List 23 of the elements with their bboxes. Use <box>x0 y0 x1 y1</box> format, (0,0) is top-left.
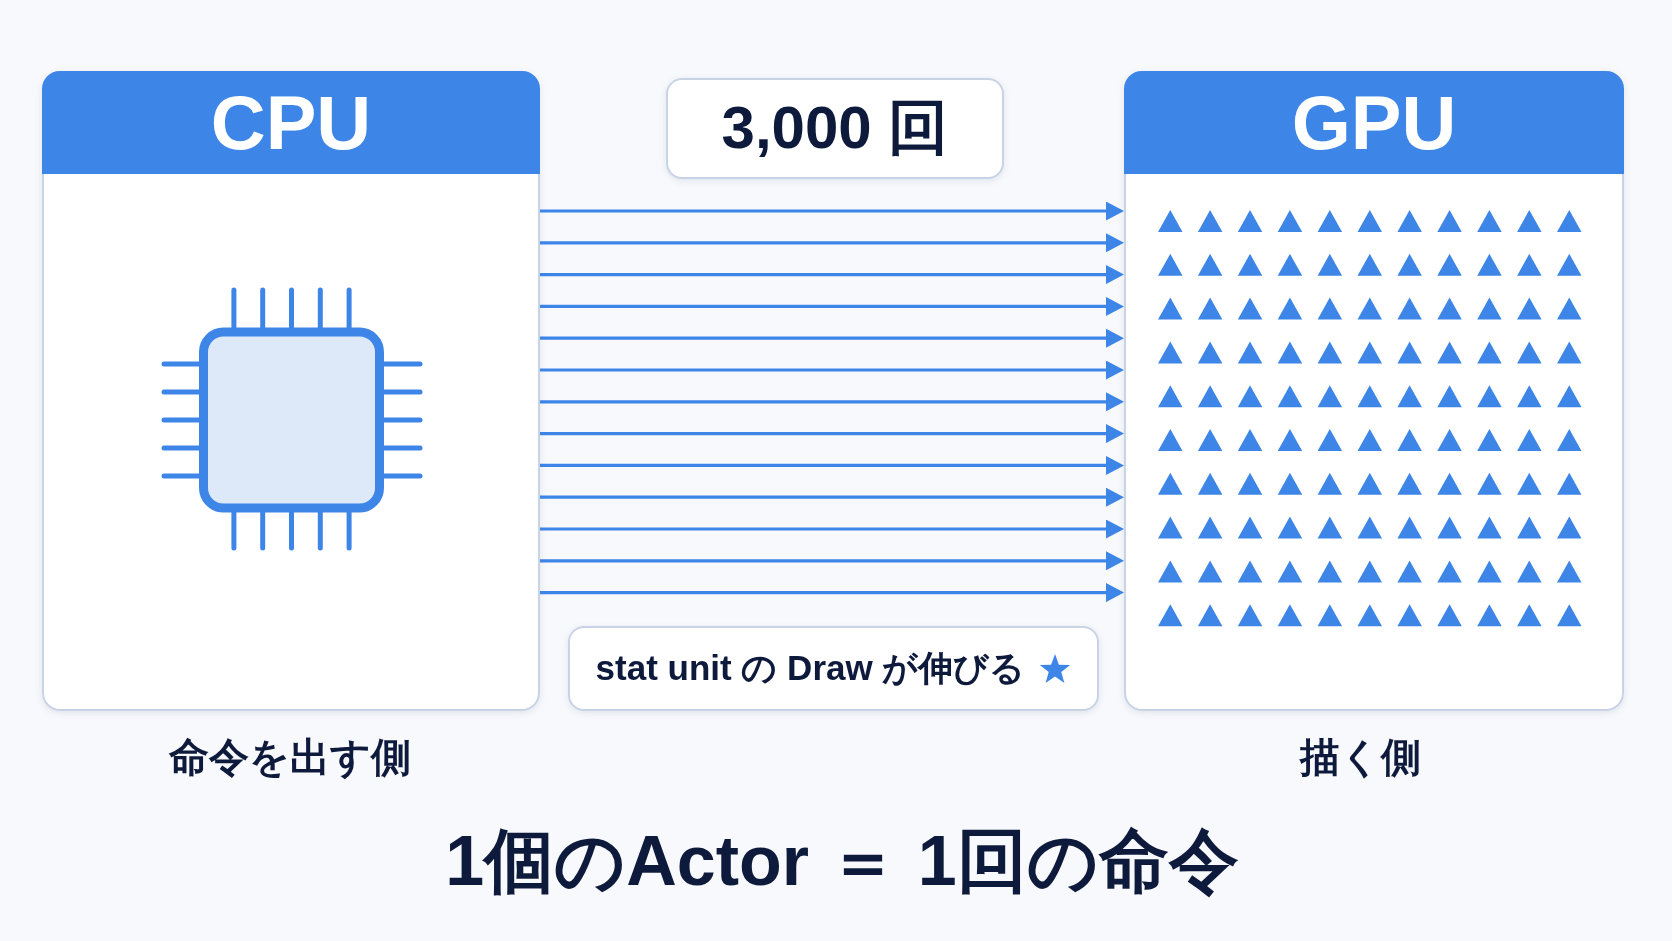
panel-card <box>1124 71 1624 711</box>
note-text: stat unit の Draw が伸びる <box>595 647 1026 689</box>
count-box: 3,000 回 <box>666 78 1004 179</box>
arrow <box>540 328 1124 348</box>
arrow <box>540 487 1124 507</box>
arrow <box>540 519 1124 539</box>
arrow <box>540 583 1124 603</box>
arrow <box>540 392 1124 412</box>
arrow <box>540 360 1124 380</box>
arrow <box>540 265 1124 285</box>
arrow <box>540 455 1124 475</box>
arrow <box>540 551 1124 571</box>
caption-text: 1個のActor ＝ 1回の命令 <box>445 820 1239 902</box>
arrow <box>540 424 1124 444</box>
arrow <box>540 296 1124 316</box>
card-header: CPU <box>42 71 540 174</box>
arrow <box>540 201 1124 221</box>
card-header: GPU <box>1124 71 1624 174</box>
note-box <box>568 626 1099 711</box>
caption-text: 命令を出す側 <box>169 734 411 780</box>
panel-card <box>42 71 540 711</box>
caption-text: 描く側 <box>1299 734 1421 780</box>
arrow <box>540 233 1124 253</box>
